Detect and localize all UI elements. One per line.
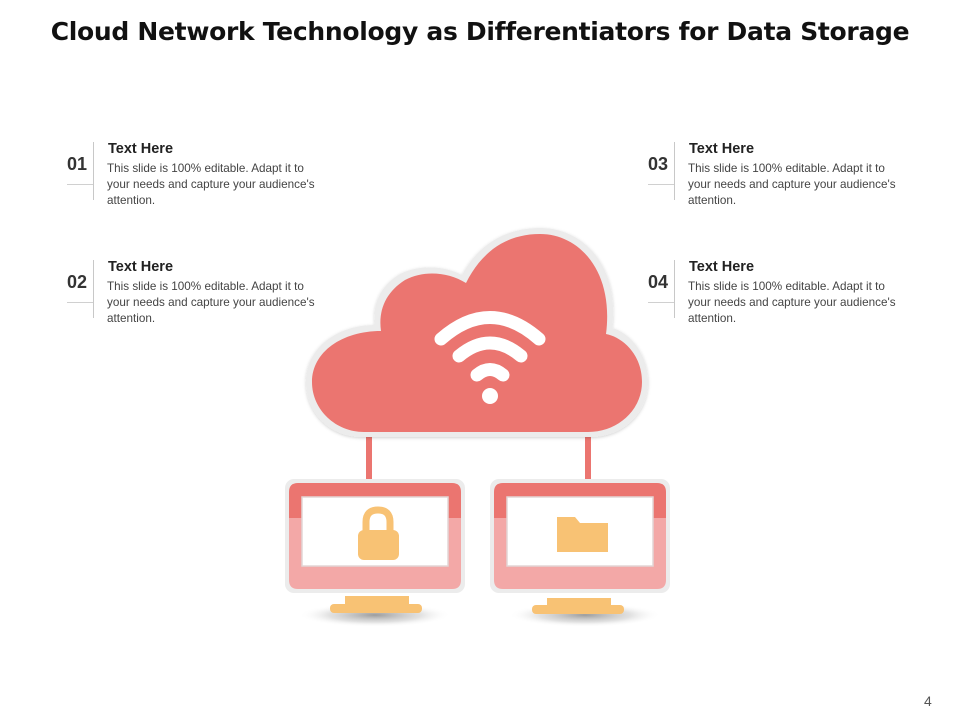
lock-body (358, 530, 399, 560)
connector-left (366, 425, 372, 485)
point-divider-horizontal (67, 184, 93, 185)
folder-icon (557, 517, 608, 552)
connector-lines (366, 425, 591, 485)
wifi-arc-outer (434, 311, 546, 346)
left-monitor (285, 479, 465, 627)
lock-icon (358, 506, 399, 560)
wifi-arc-inner (470, 363, 510, 382)
slide-title: Cloud Network Technology as Differentiat… (50, 17, 910, 46)
cloud-icon (306, 228, 648, 437)
point-divider (93, 142, 94, 200)
left-monitor-base (330, 604, 422, 613)
point-divider (93, 260, 94, 318)
point-number: 03 (648, 154, 669, 174)
point-divider (674, 142, 675, 200)
point-heading: Text Here (689, 259, 755, 275)
cloud-body (312, 234, 642, 432)
point-divider (674, 260, 675, 318)
wifi-arc-middle (452, 336, 528, 363)
point-number: 02 (67, 272, 88, 292)
point-body: This slide is 100% editable. Adapt it to… (688, 162, 896, 207)
page-number: 4 (924, 693, 932, 709)
point-01: 01 Text Here This slide is 100% editable… (67, 141, 337, 222)
wifi-icon (434, 311, 546, 404)
right-monitor-stand (547, 598, 611, 608)
connector-right (585, 425, 591, 485)
point-04: 04 Text Here This slide is 100% editable… (648, 259, 918, 340)
wifi-dot (482, 388, 498, 404)
point-02: 02 Text Here This slide is 100% editable… (67, 259, 337, 340)
lock-shackle (362, 506, 394, 533)
point-heading: Text Here (108, 259, 174, 275)
point-03: 03 Text Here This slide is 100% editable… (648, 141, 918, 222)
point-divider-horizontal (67, 302, 93, 303)
point-divider-horizontal (648, 302, 674, 303)
left-monitor-stand (345, 596, 409, 606)
right-monitor-base (532, 605, 624, 614)
point-divider-horizontal (648, 184, 674, 185)
point-heading: Text Here (689, 141, 755, 157)
right-monitor (490, 479, 670, 627)
point-body: This slide is 100% editable. Adapt it to… (107, 162, 315, 207)
point-heading: Text Here (108, 141, 174, 157)
point-body: This slide is 100% editable. Adapt it to… (688, 280, 896, 325)
point-number: 01 (67, 154, 88, 174)
point-body: This slide is 100% editable. Adapt it to… (107, 280, 315, 325)
point-number: 04 (648, 272, 669, 292)
